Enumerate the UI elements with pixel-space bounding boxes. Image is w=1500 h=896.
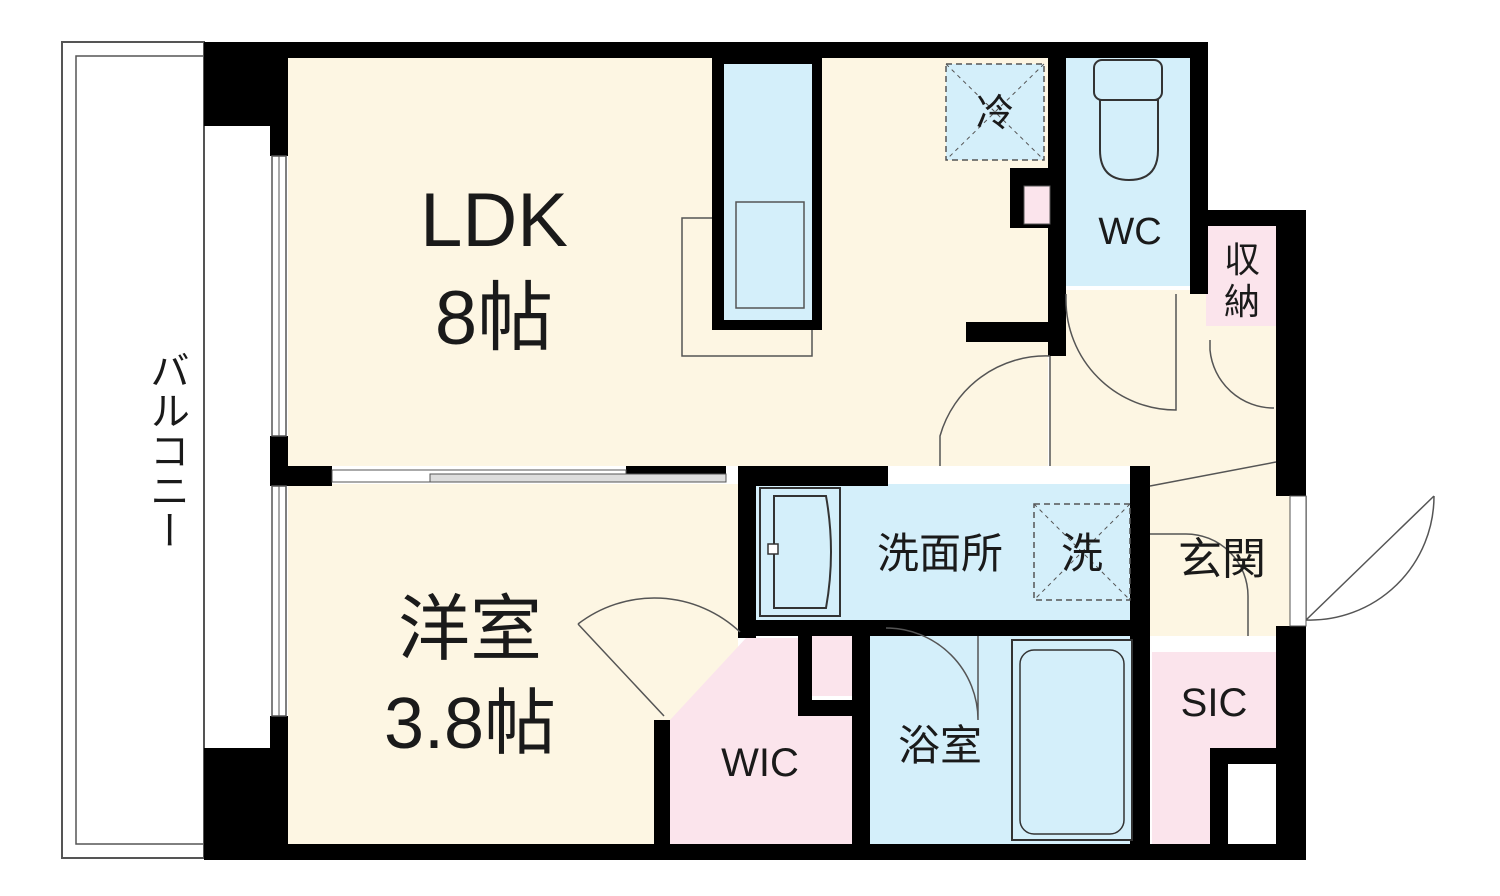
storage-label-bottom: 納 (1224, 281, 1260, 322)
wc-label: WC (1098, 211, 1161, 253)
storage-floor (1206, 226, 1276, 326)
storage-label-top: 収 (1224, 239, 1260, 280)
fridge-label: 冷 (976, 93, 1014, 135)
toilet-icon (1093, 59, 1163, 182)
balcony-inner-line (75, 55, 205, 845)
bathroom-label: 浴室 (898, 722, 982, 769)
washer-label: 洗 (1061, 530, 1103, 577)
pipe-space (1023, 185, 1051, 225)
kitchen-sink (735, 201, 805, 309)
front-door-frame (1289, 495, 1307, 627)
ldk-size-label: 8帖 (435, 276, 553, 361)
ldk-name-label: LDK (420, 178, 568, 263)
bathtub-inner (1019, 649, 1125, 835)
counter-outline (681, 217, 813, 357)
bedroom-name-label: 洋室 (398, 590, 542, 670)
wic-shelf (812, 636, 852, 696)
entrance-step-line (1149, 461, 1277, 487)
entrance-floor (1150, 466, 1290, 636)
walls (204, 42, 1306, 860)
balcony-area (61, 41, 205, 859)
faucet-icon (767, 543, 779, 555)
ldk-floor (288, 56, 1048, 466)
wic-floor (670, 638, 852, 844)
washroom-label: 洗面所 (877, 530, 1003, 577)
entrance-label: 玄関 (1178, 535, 1266, 584)
wic-label: WIC (721, 741, 799, 785)
bedroom-size-label: 3.8帖 (384, 684, 556, 764)
sliding-door[interactable] (331, 469, 727, 483)
door-swings[interactable] (577, 294, 1435, 721)
balcony-label: バルコニー (144, 350, 188, 550)
basin-icon (773, 495, 832, 609)
sic-label: SIC (1181, 681, 1248, 725)
